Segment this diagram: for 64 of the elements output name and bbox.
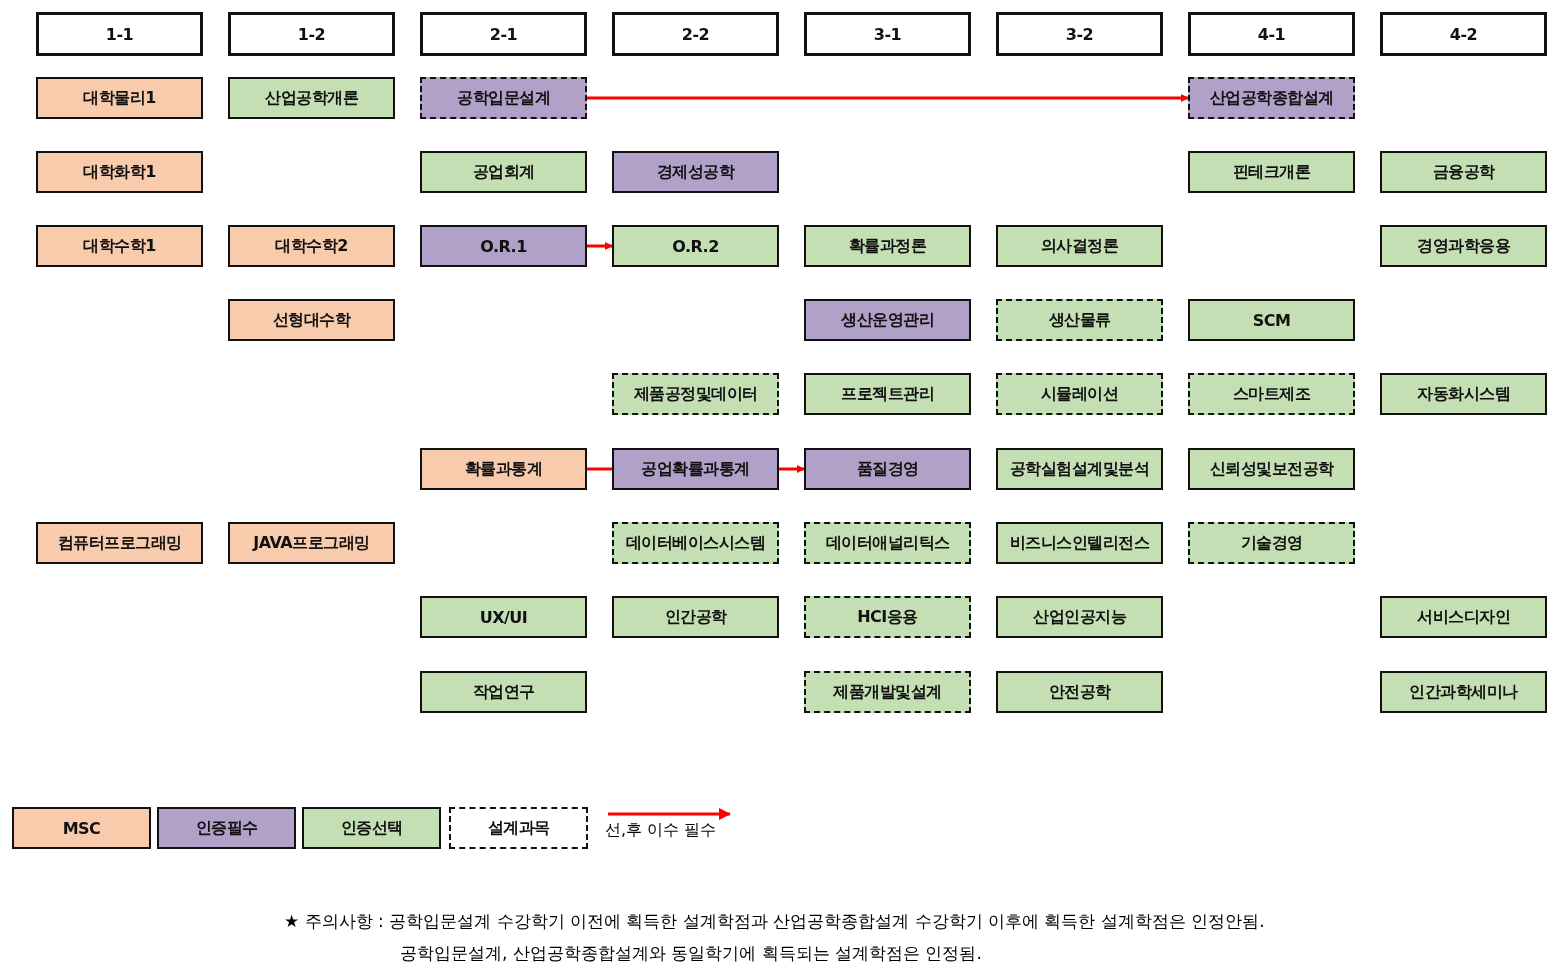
course-box: 공학실험설계및분석 bbox=[996, 448, 1163, 490]
course-box: 기술경영 bbox=[1188, 522, 1355, 564]
course-box: O.R.1 bbox=[420, 225, 587, 267]
semester-header: 4-1 bbox=[1188, 12, 1355, 56]
course-box: SCM bbox=[1188, 299, 1355, 341]
course-box: HCI응용 bbox=[804, 596, 971, 638]
course-box: 핀테크개론 bbox=[1188, 151, 1355, 193]
course-box: 자동화시스템 bbox=[1380, 373, 1547, 415]
semester-header: 2-2 bbox=[612, 12, 779, 56]
course-box: 대학수학2 bbox=[228, 225, 395, 267]
course-box: 금융공학 bbox=[1380, 151, 1547, 193]
course-box: 생산운영관리 bbox=[804, 299, 971, 341]
course-box: 산업공학개론 bbox=[228, 77, 395, 119]
note-text: ★ 주의사항 : 공학입문설계 수강학기 이전에 획득한 설계학점과 산업공학종합설계 수강학기 이후에 획득한 설계학점은 인정안됨. bbox=[284, 910, 1265, 933]
course-box: 확률과정론 bbox=[804, 225, 971, 267]
course-box: 데이터애널리틱스 bbox=[804, 522, 971, 564]
course-box: 시뮬레이션 bbox=[996, 373, 1163, 415]
course-box: UX/UI bbox=[420, 596, 587, 638]
arrow bbox=[587, 94, 1189, 102]
course-box: 산업인공지능 bbox=[996, 596, 1163, 638]
course-box: 인간과학세미나 bbox=[1380, 671, 1547, 713]
course-box: 스마트제조 bbox=[1188, 373, 1355, 415]
legend-key: 인증선택 bbox=[302, 807, 441, 849]
course-box: 작업연구 bbox=[420, 671, 587, 713]
course-box: 제품공정및데이터 bbox=[612, 373, 779, 415]
course-box: 비즈니스인텔리전스 bbox=[996, 522, 1163, 564]
course-box: 대학화학1 bbox=[36, 151, 203, 193]
note-text: 공학입문설계, 산업공학종합설계와 동일학기에 획득되는 설계학점은 인정됨. bbox=[400, 942, 982, 965]
course-box: 컴퓨터프로그래밍 bbox=[36, 522, 203, 564]
semester-header: 4-2 bbox=[1380, 12, 1547, 56]
semester-header: 3-2 bbox=[996, 12, 1163, 56]
course-box: 인간공학 bbox=[612, 596, 779, 638]
course-box: 경영과학응용 bbox=[1380, 225, 1547, 267]
legend-key: 설계과목 bbox=[449, 807, 588, 849]
arrow bbox=[779, 465, 805, 473]
semester-header: 3-1 bbox=[804, 12, 971, 56]
course-box: 서비스디자인 bbox=[1380, 596, 1547, 638]
course-box: 공업확률과통계 bbox=[612, 448, 779, 490]
course-box: 제품개발및설계 bbox=[804, 671, 971, 713]
course-box: 대학물리1 bbox=[36, 77, 203, 119]
legend-key: 인증필수 bbox=[157, 807, 296, 849]
course-box: JAVA프로그래밍 bbox=[228, 522, 395, 564]
arrow bbox=[587, 242, 613, 250]
course-box: 확률과통계 bbox=[420, 448, 587, 490]
course-box: 안전공학 bbox=[996, 671, 1163, 713]
semester-header: 1-2 bbox=[228, 12, 395, 56]
legend-text: 선,후 이수 필수 bbox=[605, 820, 717, 841]
course-box: 품질경영 bbox=[804, 448, 971, 490]
course-box: 선형대수학 bbox=[228, 299, 395, 341]
course-box: 산업공학종합설계 bbox=[1188, 77, 1355, 119]
course-box: 생산물류 bbox=[996, 299, 1163, 341]
semester-header: 1-1 bbox=[36, 12, 203, 56]
course-box: O.R.2 bbox=[612, 225, 779, 267]
course-box: 데이터베이스시스템 bbox=[612, 522, 779, 564]
legend-key: MSC bbox=[12, 807, 151, 849]
course-box: 프로젝트관리 bbox=[804, 373, 971, 415]
connector-line bbox=[587, 467, 612, 471]
course-box: 공학입문설계 bbox=[420, 77, 587, 119]
course-box: 신뢰성및보전공학 bbox=[1188, 448, 1355, 490]
course-box: 대학수학1 bbox=[36, 225, 203, 267]
course-box: 경제성공학 bbox=[612, 151, 779, 193]
course-box: 공업회계 bbox=[420, 151, 587, 193]
course-box: 의사결정론 bbox=[996, 225, 1163, 267]
semester-header: 2-1 bbox=[420, 12, 587, 56]
